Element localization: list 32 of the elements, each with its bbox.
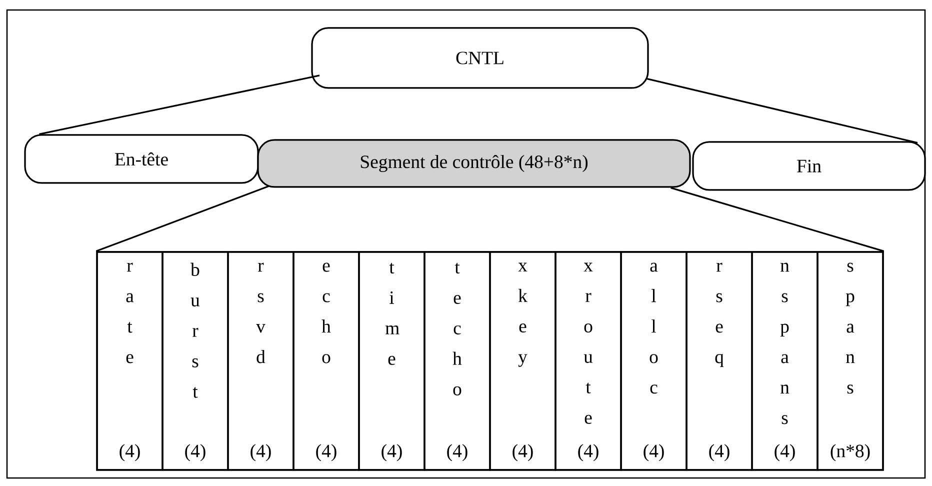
- field-size: (4): [120, 444, 140, 462]
- connector-line: [39, 74, 320, 135]
- root-box: CNTL: [311, 27, 649, 89]
- field-name: b u r s t: [190, 262, 200, 398]
- connector-line: [96, 185, 270, 252]
- end-box: Fin: [692, 141, 926, 191]
- connector-line: [646, 78, 918, 144]
- connector-line: [670, 187, 884, 252]
- field-name: t i m e: [385, 262, 400, 365]
- field-name: r a t e: [126, 262, 134, 364]
- field-size: (4): [512, 444, 533, 462]
- field-name: a l l o c: [650, 262, 658, 394]
- field-size: (4): [578, 444, 598, 462]
- segment-box: Segment de contrôle (48+8*n): [257, 139, 691, 188]
- header-box: En-tête: [24, 134, 259, 184]
- field-name: r s e q: [715, 262, 724, 367]
- field-size: (4): [185, 444, 206, 462]
- field-size: (4): [447, 444, 468, 462]
- field-name: x r o u t e: [584, 262, 593, 424]
- field-size: (4): [316, 444, 336, 462]
- field-name: x k e y: [518, 262, 528, 367]
- field-size: (4): [644, 444, 664, 462]
- field-name: n s p a n s: [780, 262, 790, 424]
- field-name: e c h o: [322, 262, 331, 364]
- field-name: t e c h o: [452, 262, 462, 396]
- field-name: r s v d: [256, 262, 266, 364]
- field-name: s p a n s: [846, 262, 855, 394]
- field-size: (4): [774, 444, 795, 462]
- field-size: (4): [709, 444, 730, 462]
- field-size: (4): [382, 444, 402, 462]
- field-size: (4): [250, 444, 271, 462]
- field-size: (n*8): [830, 444, 870, 462]
